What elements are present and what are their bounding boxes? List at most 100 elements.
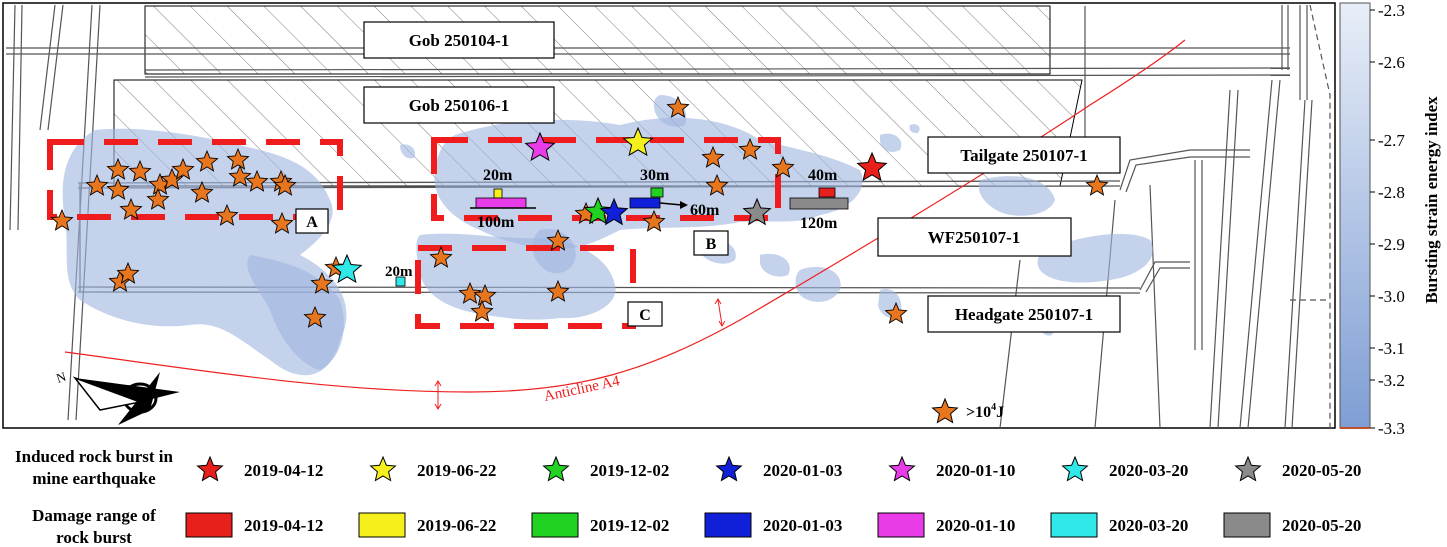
distance-40m: 40m: [808, 167, 838, 184]
label-boxes: Gob 250104-1 Gob 250106-1 Tailgate 25010…: [295, 21, 1121, 333]
distance-30m: 30m: [640, 167, 670, 184]
legend-star-date: 2019-12-02: [590, 461, 669, 480]
damage-bar-2020-01-03: [629, 197, 661, 209]
legend-swatch-2020-05-20: [1223, 512, 1271, 538]
energy-event-star: [119, 197, 143, 220]
legend-star-date: 2019-04-12: [244, 461, 323, 480]
burst-star-2020-01-03: [599, 197, 629, 226]
energy-legend: >104J: [931, 397, 1004, 424]
zone-c-label: C: [627, 301, 663, 327]
damage-bar-2020-05-20: [789, 197, 849, 210]
legend-swatch-2019-04-12: [185, 512, 233, 538]
energy-event-star: [195, 149, 219, 172]
colorbar-title: Bursting strain energy index: [1422, 96, 1441, 304]
energy-legend-star-icon: [931, 397, 959, 424]
burst-star-2019-12-02: [583, 196, 613, 225]
colorbar-tick-label: -2.8: [1378, 183, 1405, 202]
legend-star-2020-03-20: [1061, 455, 1089, 482]
distance-60m: 60m: [690, 202, 720, 219]
legend-row2-label-line1: Damage range of: [32, 506, 156, 525]
legend-star-date: 2020-03-20: [1109, 461, 1188, 480]
legend-row1-label-line2: mine earthquake: [32, 469, 156, 488]
svg-text:C: C: [639, 307, 651, 324]
energy-event-star: [128, 159, 152, 182]
anticline-a4: [64, 39, 1186, 410]
distance-20m-left: 20m: [385, 264, 413, 280]
energy-event-star: [642, 209, 666, 232]
damage-bar-2019-04-12: [818, 187, 836, 198]
legend-swatch-date: 2020-03-20: [1109, 516, 1188, 535]
energy-event-star: [106, 177, 130, 200]
legend-swatch-2019-06-22: [358, 512, 406, 538]
headgate-label: Headgate 250107-1: [927, 295, 1121, 333]
legend-star-2020-01-10: [888, 455, 916, 482]
energy-event-stars: [50, 95, 1109, 328]
svg-text:Tailgate 250107-1: Tailgate 250107-1: [960, 146, 1087, 165]
legend-star-2020-05-20: [1234, 455, 1262, 482]
distance-100m: 100m: [477, 214, 515, 231]
energy-event-star: [50, 208, 74, 231]
svg-text:WF250107-1: WF250107-1: [928, 228, 1021, 247]
energy-event-star: [190, 180, 214, 203]
legend-swatch-2020-01-10: [877, 512, 925, 538]
legend-star-date: 2020-05-20: [1282, 461, 1361, 480]
energy-event-star: [666, 95, 690, 118]
zone-a-label: A: [295, 208, 329, 234]
energy-event-star: [85, 173, 109, 196]
energy-event-star: [458, 281, 482, 304]
energy-event-star: [705, 173, 729, 196]
energy-event-star: [215, 203, 239, 226]
legend-swatch-date: 2019-06-22: [417, 516, 496, 535]
colorbar-tick-label: -3.1: [1378, 339, 1405, 358]
energy-event-star: [171, 157, 195, 180]
energy-event-star: [116, 261, 140, 284]
svg-text:Gob 250106-1: Gob 250106-1: [409, 96, 510, 115]
zone-a-outline: [47, 139, 343, 220]
legend-star-2019-12-02: [542, 455, 570, 482]
energy-event-star: [270, 211, 294, 234]
legend-swatch-date: 2020-01-10: [936, 516, 1015, 535]
legend-swatch-2020-03-20: [1050, 512, 1098, 538]
colorbar: -2.3-2.6-2.7-2.8-2.9-3.0-3.1-3.2-3.3 Bur…: [1339, 1, 1441, 438]
energy-event-star: [310, 271, 334, 294]
energy-event-star: [546, 228, 570, 251]
energy-event-star: [470, 299, 494, 322]
colorbar-tick-label: -2.3: [1378, 1, 1405, 20]
burst-star-2020-05-20: [742, 197, 772, 226]
energy-event-star: [701, 145, 725, 168]
induced-burst-stars: [331, 126, 888, 284]
legend-star-date: 2019-06-22: [417, 461, 496, 480]
legend-swatch-2019-12-02: [531, 512, 579, 538]
svg-text:Gob 250104-1: Gob 250104-1: [409, 31, 510, 50]
damage-bar-2020-03-20: [395, 276, 406, 287]
gob-upper-label: Gob 250104-1: [363, 21, 555, 59]
colorbar-ticks: -2.3-2.6-2.7-2.8-2.9-3.0-3.1-3.2-3.3: [1370, 1, 1405, 438]
colorbar-tick-label: -2.9: [1378, 235, 1405, 254]
legend-swatch-date: 2019-04-12: [244, 516, 323, 535]
burst-star-2020-03-20: [331, 253, 363, 284]
workface-label: WF250107-1: [877, 217, 1072, 257]
legend-swatch-date: 2020-05-20: [1282, 516, 1361, 535]
svg-text:B: B: [706, 236, 717, 253]
damage-bar-2019-06-22: [493, 188, 503, 199]
energy-event-star: [146, 187, 170, 210]
zone-b-label: B: [693, 230, 729, 256]
colorbar-tick-label: -3.3: [1378, 419, 1405, 438]
legend-swatch-date: 2019-12-02: [590, 516, 669, 535]
svg-text:Headgate 250107-1: Headgate 250107-1: [955, 305, 1093, 324]
distance-120m: 120m: [800, 215, 838, 232]
tailgate-label: Tailgate 250107-1: [927, 136, 1121, 174]
energy-event-star: [546, 279, 570, 302]
colorbar-tick-label: -3.0: [1378, 287, 1405, 306]
distance-20m-top: 20m: [483, 167, 513, 184]
energy-event-star: [303, 305, 327, 328]
legend-star-2020-01-03: [715, 455, 743, 482]
gob-lower-label: Gob 250106-1: [363, 86, 555, 124]
energy-event-star: [273, 173, 297, 196]
energy-event-star: [429, 245, 453, 268]
energy-event-star: [226, 147, 250, 170]
svg-text:A: A: [306, 214, 318, 231]
legend-star-date: 2020-01-03: [763, 461, 842, 480]
mine-lines: [6, 4, 1331, 429]
damage-bar-2020-01-10: [475, 197, 527, 209]
